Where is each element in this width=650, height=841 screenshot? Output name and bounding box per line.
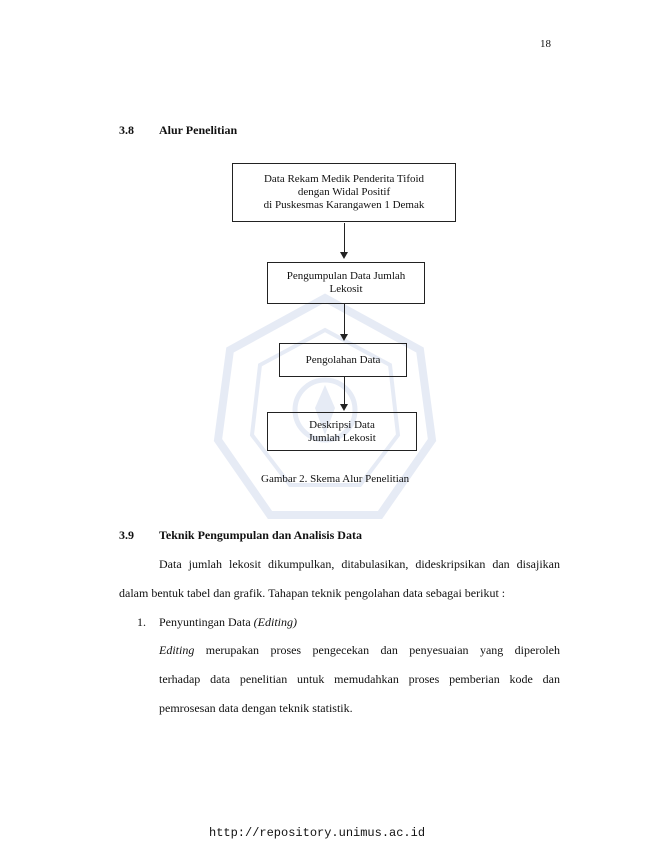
box-line: Pengolahan Data bbox=[305, 353, 381, 366]
box-line: Deskripsi Data bbox=[309, 418, 375, 431]
flow-arrow-2 bbox=[344, 304, 345, 334]
arrowhead-icon bbox=[340, 252, 348, 259]
flowchart-box-pengolahan-data: Pengolahan Data bbox=[279, 343, 407, 377]
flowchart-box-deskripsi-data: Deskripsi Data Jumlah Lekosit bbox=[267, 412, 417, 451]
box-line: Pengumpulan Data Jumlah bbox=[286, 270, 406, 282]
arrowhead-icon bbox=[340, 404, 348, 411]
flow-arrow-1 bbox=[344, 223, 345, 252]
section-number: 3.9 bbox=[119, 528, 134, 542]
section-title: Teknik Pengumpulan dan Analisis Data bbox=[159, 528, 362, 542]
page-number: 18 bbox=[540, 38, 551, 50]
figure-caption: Gambar 2. Skema Alur Penelitian bbox=[261, 473, 410, 485]
repository-url: http://repository.unimus.ac.id bbox=[209, 826, 426, 840]
section-title: Alur Penelitian bbox=[159, 123, 238, 137]
list-item-label: Penyuntingan Data bbox=[159, 615, 251, 629]
list-item-title: Penyuntingan Data (Editing) bbox=[159, 615, 297, 629]
box-line: di Puskesmas Karangawen 1 Demak bbox=[263, 199, 425, 211]
list-number: 1. bbox=[137, 615, 146, 629]
flow-arrow-3 bbox=[344, 377, 345, 404]
box-line: dengan Widal Positif bbox=[297, 186, 391, 198]
italic-term: Editing bbox=[159, 643, 195, 657]
flowchart-box-pengumpulan-data: Pengumpulan Data Jumlah Lekosit bbox=[267, 262, 425, 304]
arrowhead-icon bbox=[340, 334, 348, 341]
box-line: Lekosit bbox=[329, 283, 363, 295]
section-number: 3.8 bbox=[119, 123, 134, 137]
paragraph-line: dalam bentuk tabel dan grafik. Tahapan t… bbox=[119, 586, 506, 600]
paragraph-line: Data jumlah lekosit dikumpulkan, ditabul… bbox=[159, 557, 560, 571]
box-line: Jumlah Lekosit bbox=[308, 431, 376, 444]
list-item-label-italic: (Editing) bbox=[253, 615, 297, 629]
paragraph-line: Editing merupakan proses pengecekan dan … bbox=[159, 643, 560, 657]
paragraph-line: terhadap data penelitian untuk memudahka… bbox=[159, 672, 560, 686]
paragraph-text: merupakan proses pengecekan dan penyesua… bbox=[194, 643, 560, 657]
box-line: Data Rekam Medik Penderita Tifoid bbox=[263, 173, 425, 185]
university-watermark bbox=[213, 293, 437, 519]
flowchart-box-data-rekam-medik: Data Rekam Medik Penderita Tifoid dengan… bbox=[232, 163, 456, 222]
paragraph-line: pemrosesan data dengan teknik statistik. bbox=[159, 701, 353, 715]
